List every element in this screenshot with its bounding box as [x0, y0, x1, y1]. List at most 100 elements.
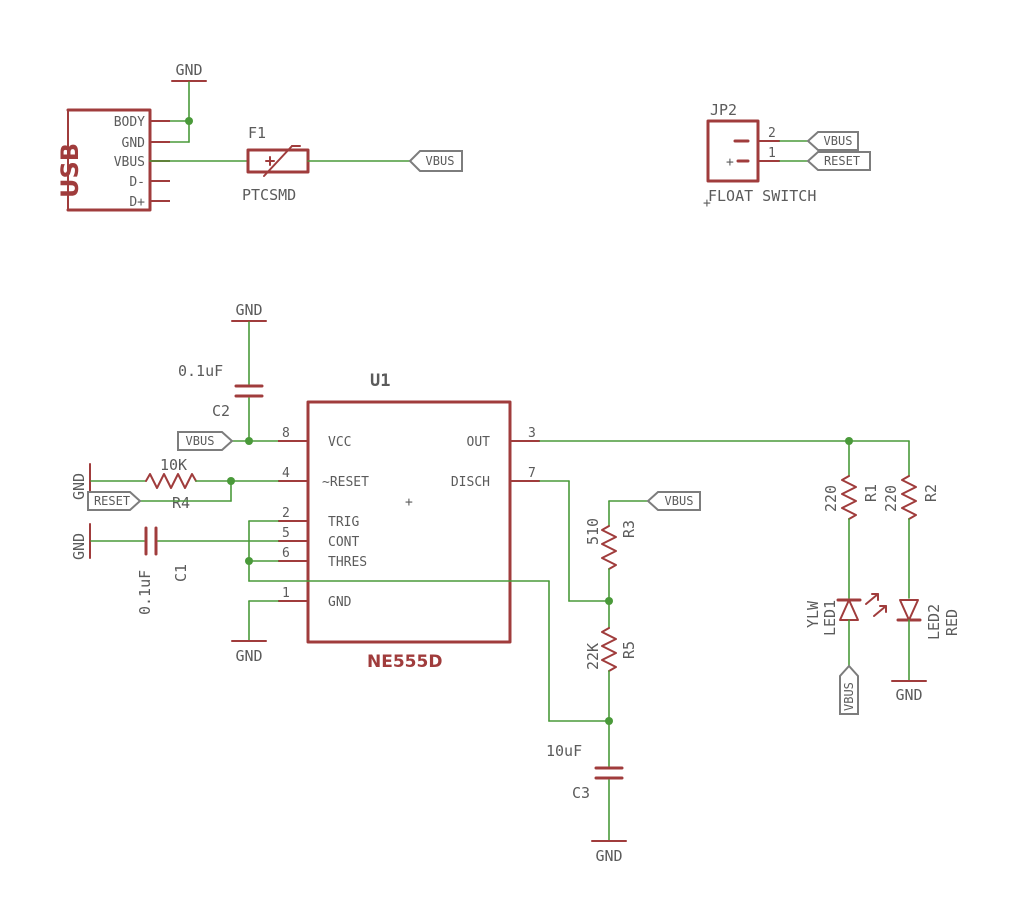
fuse-ref: F1: [248, 124, 266, 142]
u1-pin-num: 6: [282, 546, 290, 561]
r3-value: 510: [584, 518, 602, 545]
u1-pin-name: GND: [328, 595, 352, 610]
led2-ref: LED2: [925, 604, 943, 640]
c1-value: 0.1uF: [136, 570, 154, 615]
svg-text:VBUS: VBUS: [186, 434, 215, 448]
svg-text:RESET: RESET: [94, 494, 130, 508]
r1-value: 220: [822, 485, 840, 512]
resistor-r4: 10K R4: [145, 456, 197, 512]
reset-flag-jp2: RESET: [806, 151, 871, 171]
r5-value: 22K: [584, 643, 602, 670]
led1-value: YLW: [804, 600, 822, 628]
vbus-flag-jp2: VBUS: [806, 131, 859, 151]
vbus-flag-fuse: VBUS: [408, 150, 463, 172]
u1-pin-num: 7: [528, 466, 536, 481]
r3-ref: R3: [620, 520, 638, 538]
gnd-symbol-usb: GND: [171, 61, 207, 82]
u1-pin-num: 2: [282, 506, 290, 521]
usb-pin-body: BODY: [114, 115, 145, 130]
chip-u1: U1 NE555D + 8 4 2 5 6 1 VCC ~RESET TRIG …: [278, 371, 540, 672]
chip-origin-mark: +: [405, 495, 413, 510]
usb-pin-dminus: D-: [129, 175, 145, 190]
capacitor-c2: 8 0.1uF C2: [178, 362, 264, 420]
junction-dot: [605, 597, 613, 605]
usb-section: GND BODY GND VBUS D- D+ USB: [56, 61, 463, 212]
u1-pin-name: OUT: [467, 435, 491, 450]
capacitor-c3: 10uF C3: [546, 742, 624, 802]
led1-ref: LED1: [821, 600, 839, 636]
fuse-value: PTCSMD: [242, 186, 296, 204]
junction-dot: [605, 717, 613, 725]
svg-text:GND: GND: [70, 473, 88, 500]
jp2-pin-2: 2: [768, 126, 776, 141]
usb-pin-gnd: GND: [122, 136, 146, 151]
gnd-label: GND: [175, 61, 202, 79]
jumper-value: FLOAT SWITCH: [708, 187, 816, 205]
svg-text:VBUS: VBUS: [665, 494, 694, 508]
u1-pin-num: 8: [282, 426, 290, 441]
u1-pin-name: CONT: [328, 535, 359, 550]
c3-value: 10uF: [546, 742, 582, 760]
gnd-symbol-u1: GND: [231, 640, 267, 665]
jp2-pin-1: 1: [768, 146, 776, 161]
capacitor-c1: 0.1uF C1: [136, 526, 190, 615]
u1-pin-name: TRIG: [328, 515, 359, 530]
gnd-symbol-c2: GND: [231, 301, 267, 322]
vbus-flag-r3: VBUS: [646, 491, 701, 511]
usb-connector: BODY GND VBUS D- D+ USB: [56, 108, 170, 212]
jumper-plus: +: [726, 155, 734, 170]
resistor-r3: 510 R3: [584, 518, 638, 570]
reset-flag-r4: RESET: [87, 491, 142, 511]
svg-text:GND: GND: [895, 686, 922, 704]
c2-value: 0.1uF: [178, 362, 223, 380]
usb-name: USB: [56, 143, 84, 198]
gnd-symbol-led2: GND: [891, 680, 927, 704]
r4-value: 10K: [160, 456, 187, 474]
svg-text:VBUS: VBUS: [824, 134, 853, 148]
vbus-flag-c2: VBUS: [177, 431, 234, 451]
u1-pin-name: VCC: [328, 435, 351, 450]
usb-pin-vbus: VBUS: [114, 155, 145, 170]
svg-text:VBUS: VBUS: [842, 682, 856, 711]
junction-dot: [185, 117, 193, 125]
u1-pin-num: 4: [282, 466, 290, 481]
gnd-symbol-c1: GND: [70, 523, 91, 560]
svg-text:GND: GND: [235, 647, 262, 665]
r5-ref: R5: [620, 641, 638, 659]
u1-pin-name: DISCH: [451, 475, 490, 490]
jumper-jp2: + 2 1 JP2 FLOAT SWITCH +: [703, 101, 816, 211]
c1-ref: C1: [172, 564, 190, 582]
resistor-r5: 22K R5: [584, 627, 638, 672]
led2-value: RED: [943, 609, 961, 636]
vbus-flag-led1: VBUS: [839, 664, 859, 715]
led1: YLW LED1: [804, 598, 862, 636]
svg-text:GND: GND: [235, 301, 262, 319]
led-light-arrows: [865, 593, 887, 617]
u1-pin-num: 3: [528, 426, 536, 441]
svg-text:RESET: RESET: [824, 154, 860, 168]
fuse-f1: F1 PTCSMD: [242, 124, 310, 204]
u1-pin-name: ~RESET: [322, 475, 369, 490]
r2-value: 220: [882, 485, 900, 512]
resistor-r2: 220 R2: [882, 475, 940, 520]
r4-ref: R4: [172, 494, 190, 512]
c3-ref: C3: [572, 784, 590, 802]
led2: LED2 RED: [896, 599, 961, 640]
u1-pin-num: 1: [282, 586, 290, 601]
gnd-symbol-c3: GND: [591, 840, 627, 865]
chip-value: NE555D: [367, 652, 442, 672]
c2-ref: C2: [212, 402, 230, 420]
r2-ref: R2: [922, 484, 940, 502]
u1-pin-name: THRES: [328, 555, 367, 570]
svg-text:GND: GND: [595, 847, 622, 865]
chip-ref: U1: [370, 371, 390, 391]
junction-dot: [245, 437, 253, 445]
u1-pin-num: 5: [282, 526, 290, 541]
resistor-r1: 220 R1: [822, 475, 880, 520]
svg-text:GND: GND: [70, 533, 88, 560]
junction-dot: [245, 557, 253, 565]
svg-text:VBUS: VBUS: [426, 154, 455, 168]
r1-ref: R1: [862, 484, 880, 502]
jumper-ref: JP2: [710, 101, 737, 119]
